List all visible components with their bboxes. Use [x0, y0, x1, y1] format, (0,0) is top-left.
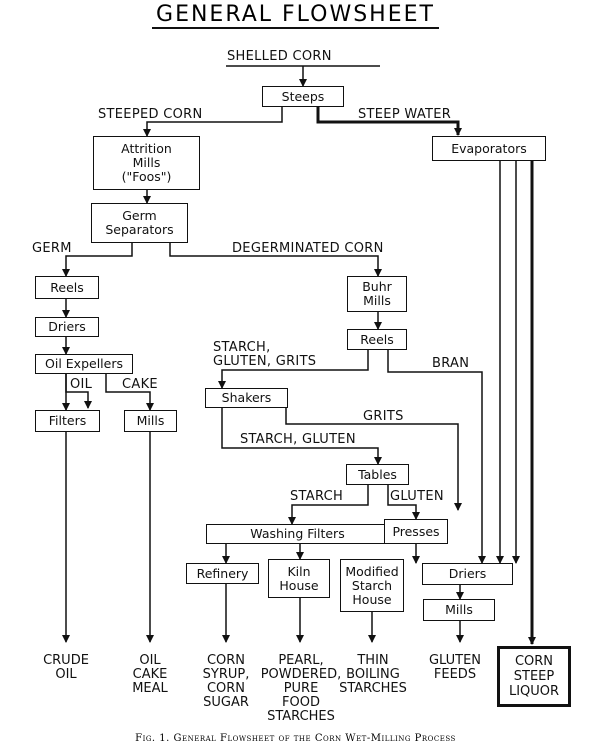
label-cake: CAKE — [122, 377, 158, 392]
product-pearl-powdered-starches: PEARL, POWDERED, PURE FOOD STARCHES — [260, 653, 342, 724]
node-driers-germ: Driers — [35, 317, 99, 337]
node-mills-main: Mills — [423, 599, 495, 621]
product-thin-boiling-starches: THIN BOILING STARCHES — [339, 653, 407, 696]
label-germ: GERM — [32, 241, 72, 256]
node-reels-main: Reels — [347, 329, 407, 350]
label-starch-gluten-grits: STARCH, GLUTEN, GRITS — [213, 340, 317, 369]
label-steeped-corn: STEEPED CORN — [98, 107, 203, 122]
node-reels-germ: Reels — [35, 276, 99, 299]
node-evaporators: Evaporators — [432, 136, 546, 161]
node-filters: Filters — [35, 410, 100, 432]
node-shakers: Shakers — [205, 388, 288, 408]
node-attrition-mills: Attrition Mills ("Foos") — [93, 136, 200, 190]
product-corn-syrup-sugar: CORN SYRUP, CORN SUGAR — [202, 653, 250, 710]
label-grits: GRITS — [363, 409, 404, 424]
product-crude-oil: CRUDE OIL — [43, 653, 89, 682]
node-corn-steep-liquor: CORN STEEP LIQUOR — [497, 646, 571, 707]
node-driers-main: Driers — [422, 563, 513, 585]
label-degerminated-corn: DEGERMINATED CORN — [232, 241, 384, 256]
label-starch-gluten: STARCH, GLUTEN — [240, 432, 356, 447]
node-oil-expellers: Oil Expellers — [35, 354, 133, 374]
product-gluten-feeds: GLUTEN FEEDS — [428, 653, 482, 682]
node-steeps: Steeps — [262, 86, 344, 107]
node-mills-cake: Mills — [124, 410, 177, 432]
node-presses: Presses — [384, 519, 448, 544]
label-bran: BRAN — [432, 356, 470, 371]
node-modified-starch-house: Modified Starch House — [340, 559, 404, 612]
node-germ-separators: Germ Separators — [91, 203, 188, 243]
label-starch: STARCH — [290, 489, 344, 504]
label-shelled-corn: SHELLED CORN — [227, 49, 332, 64]
label-steep-water: STEEP WATER — [358, 107, 452, 122]
label-oil: OIL — [70, 377, 93, 392]
node-tables: Tables — [346, 464, 409, 485]
node-washing-filters: Washing Filters — [206, 524, 389, 544]
node-kiln-house: Kiln House — [268, 559, 330, 598]
diagram-title: GENERAL FLOWSHEET — [0, 2, 591, 29]
node-buhr-mills: Buhr Mills — [347, 276, 407, 312]
label-gluten: GLUTEN — [390, 489, 444, 504]
product-oil-cake-meal: OIL CAKE MEAL — [132, 653, 168, 696]
node-refinery: Refinery — [186, 563, 259, 584]
figure-caption: Fig. 1. General Flowsheet of the Corn We… — [135, 733, 456, 744]
